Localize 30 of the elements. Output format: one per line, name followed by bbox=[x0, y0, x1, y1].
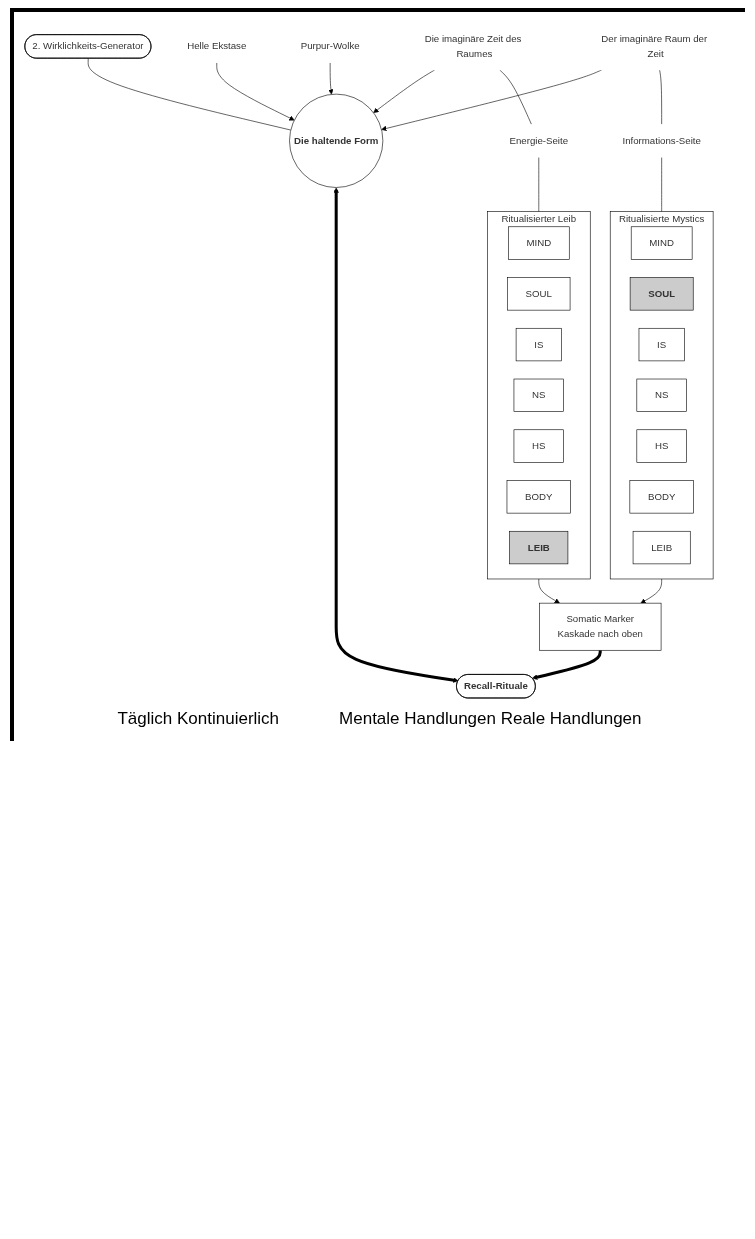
node-box: LEIB bbox=[509, 530, 569, 565]
node-text: Die imaginäre Zeit des Raumes bbox=[424, 33, 522, 59]
node-box: SOUL bbox=[507, 277, 571, 311]
node-box: IS bbox=[515, 327, 562, 362]
node-box: MIND bbox=[630, 226, 693, 260]
annotation-text: Mentale Handlungen Reale Handlungen bbox=[339, 708, 642, 729]
node-text: Helle Ekstase bbox=[187, 40, 247, 52]
node-box: NS bbox=[636, 378, 687, 412]
node-text: Informations-Seite bbox=[622, 135, 701, 146]
node-box: HS bbox=[636, 429, 687, 463]
node-box: NS bbox=[513, 378, 564, 412]
connector bbox=[499, 69, 532, 125]
node-box: HS bbox=[513, 429, 564, 463]
connector bbox=[87, 58, 292, 131]
arrow bbox=[532, 650, 602, 680]
node-box: IS bbox=[638, 327, 685, 362]
node-box: BODY bbox=[629, 480, 694, 514]
node-text: Energie-Seite bbox=[509, 135, 569, 146]
node-text: Der imaginäre Raum der Zeit bbox=[601, 33, 708, 59]
node-box: Somatic Marker Kaskade nach oben bbox=[539, 602, 662, 651]
node-box: MIND bbox=[508, 226, 570, 260]
node-box: SOUL bbox=[629, 277, 694, 311]
node-circle: Die haltende Form bbox=[289, 93, 384, 188]
connector bbox=[661, 156, 662, 212]
node-text: Purpur-Wolke bbox=[300, 40, 360, 52]
arrow bbox=[333, 187, 459, 683]
node-box: LEIB bbox=[632, 530, 691, 565]
annotation-text: Täglich Kontinuierlich bbox=[117, 708, 280, 729]
node-box: BODY bbox=[506, 480, 571, 514]
connector bbox=[538, 156, 540, 212]
